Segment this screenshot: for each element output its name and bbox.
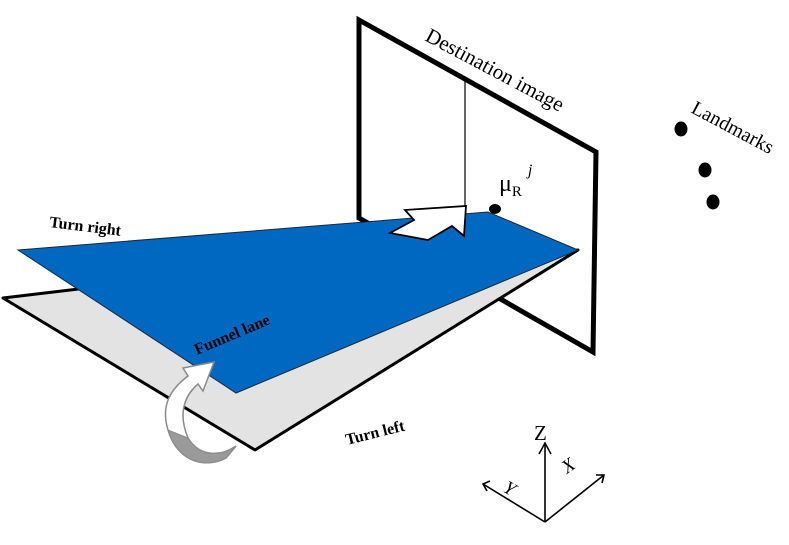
landmark-dot	[706, 194, 720, 210]
landmark-dot	[674, 121, 688, 137]
turn-left-label: Turn left	[344, 418, 407, 449]
axis-x-arrowhead	[596, 474, 606, 484]
axis-z-label: Z	[534, 421, 547, 445]
axis-z-arrowhead	[538, 441, 552, 455]
axis-x-label: X	[557, 453, 581, 478]
landmark-dot	[698, 162, 712, 178]
landmark-point-mu	[489, 204, 501, 214]
mu-label: μRj	[499, 162, 533, 200]
mu-superscript: j	[526, 162, 533, 179]
mu-symbol: μ	[499, 171, 512, 197]
axis-y-arrowhead	[481, 480, 491, 492]
turn-right-label: Turn right	[49, 214, 123, 240]
rotation-arrow	[164, 361, 237, 464]
axis-y-label: Y	[500, 477, 522, 502]
funnel-lane-plane	[16, 211, 580, 394]
forward-arrow	[387, 205, 467, 241]
axis-x-line	[544, 474, 605, 523]
mu-subscript: R	[512, 184, 522, 200]
coordinate-axes	[481, 441, 606, 523]
axis-y-line	[482, 483, 546, 523]
landmarks-label: Landmarks	[688, 97, 778, 159]
